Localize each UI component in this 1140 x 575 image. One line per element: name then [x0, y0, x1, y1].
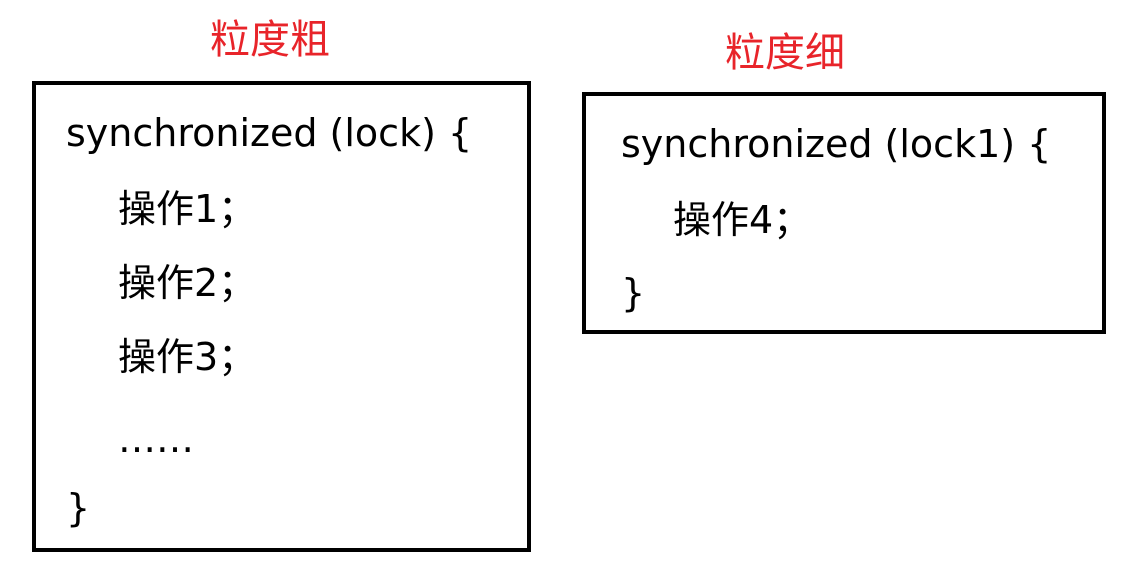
fine-sync-open-line: synchronized (lock1) {: [621, 122, 1052, 166]
fine-operation-4-line: 操作4；: [673, 198, 812, 242]
coarse-code-box: synchronized (lock) { 操作1； 操作2； 操作3； …… …: [32, 81, 531, 552]
fine-sync-close-line: }: [621, 271, 646, 315]
coarse-granularity-title: 粒度粗: [210, 17, 330, 63]
coarse-operation-1-line: 操作1；: [118, 187, 257, 231]
coarse-operation-3-line: 操作3；: [118, 335, 257, 379]
coarse-operation-2-line: 操作2；: [118, 261, 257, 305]
fine-granularity-title: 粒度细: [725, 30, 845, 76]
coarse-sync-open-line: synchronized (lock) {: [66, 111, 473, 155]
fine-code-box: synchronized (lock1) { 操作4； }: [582, 92, 1106, 334]
coarse-sync-close-line: }: [66, 486, 91, 530]
coarse-ellipsis-line: ……: [118, 417, 194, 461]
